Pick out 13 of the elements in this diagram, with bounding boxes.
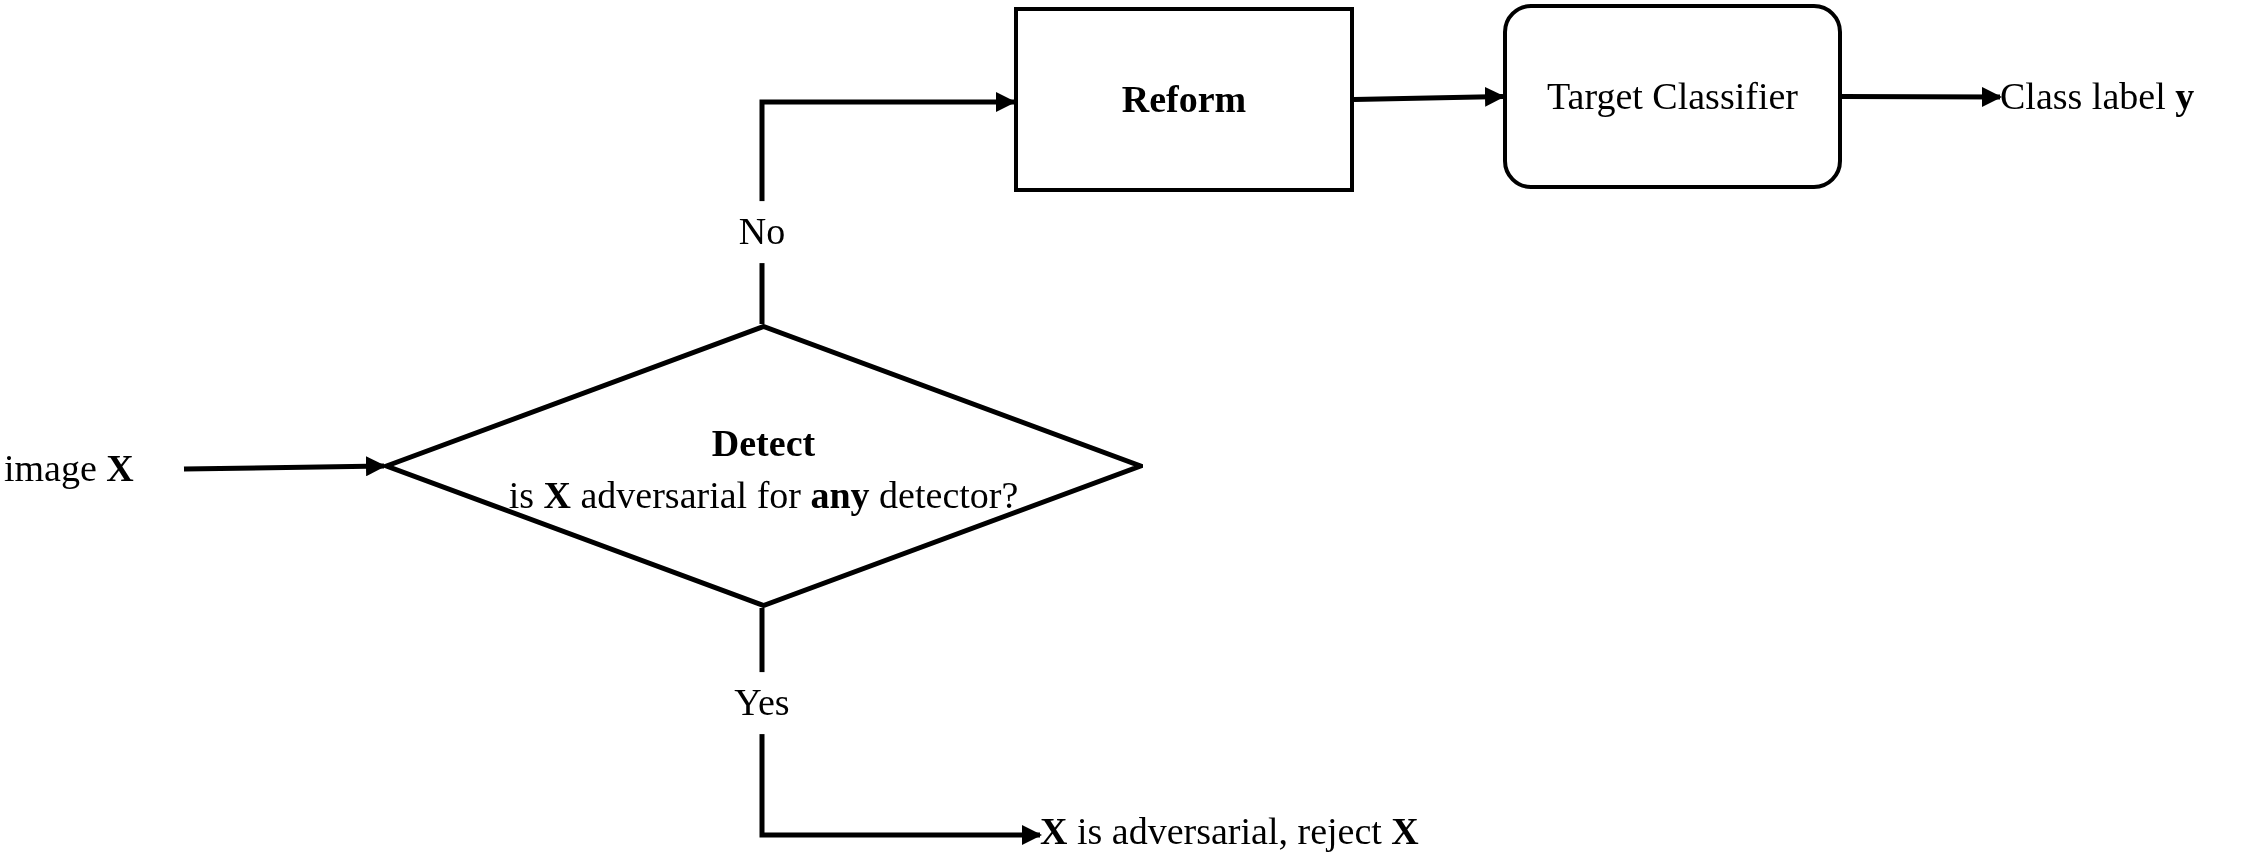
arrow xyxy=(1842,86,2002,107)
process-box xyxy=(1503,4,1842,189)
arrow xyxy=(183,456,386,477)
input-label: image X xyxy=(4,448,134,490)
process-box xyxy=(1014,7,1354,192)
node-text: Reform xyxy=(1121,78,1247,121)
output-label: X is adversarial, reject X xyxy=(1040,811,1419,853)
decision-title: Detect xyxy=(711,423,816,465)
decision-diamond xyxy=(384,324,1143,608)
arrow xyxy=(1353,86,1505,107)
node-text: is X adversarial for any detector? xyxy=(508,475,1019,517)
output-label: Class label y xyxy=(2000,76,2195,118)
node-text: Target Classifier xyxy=(1547,75,1798,118)
